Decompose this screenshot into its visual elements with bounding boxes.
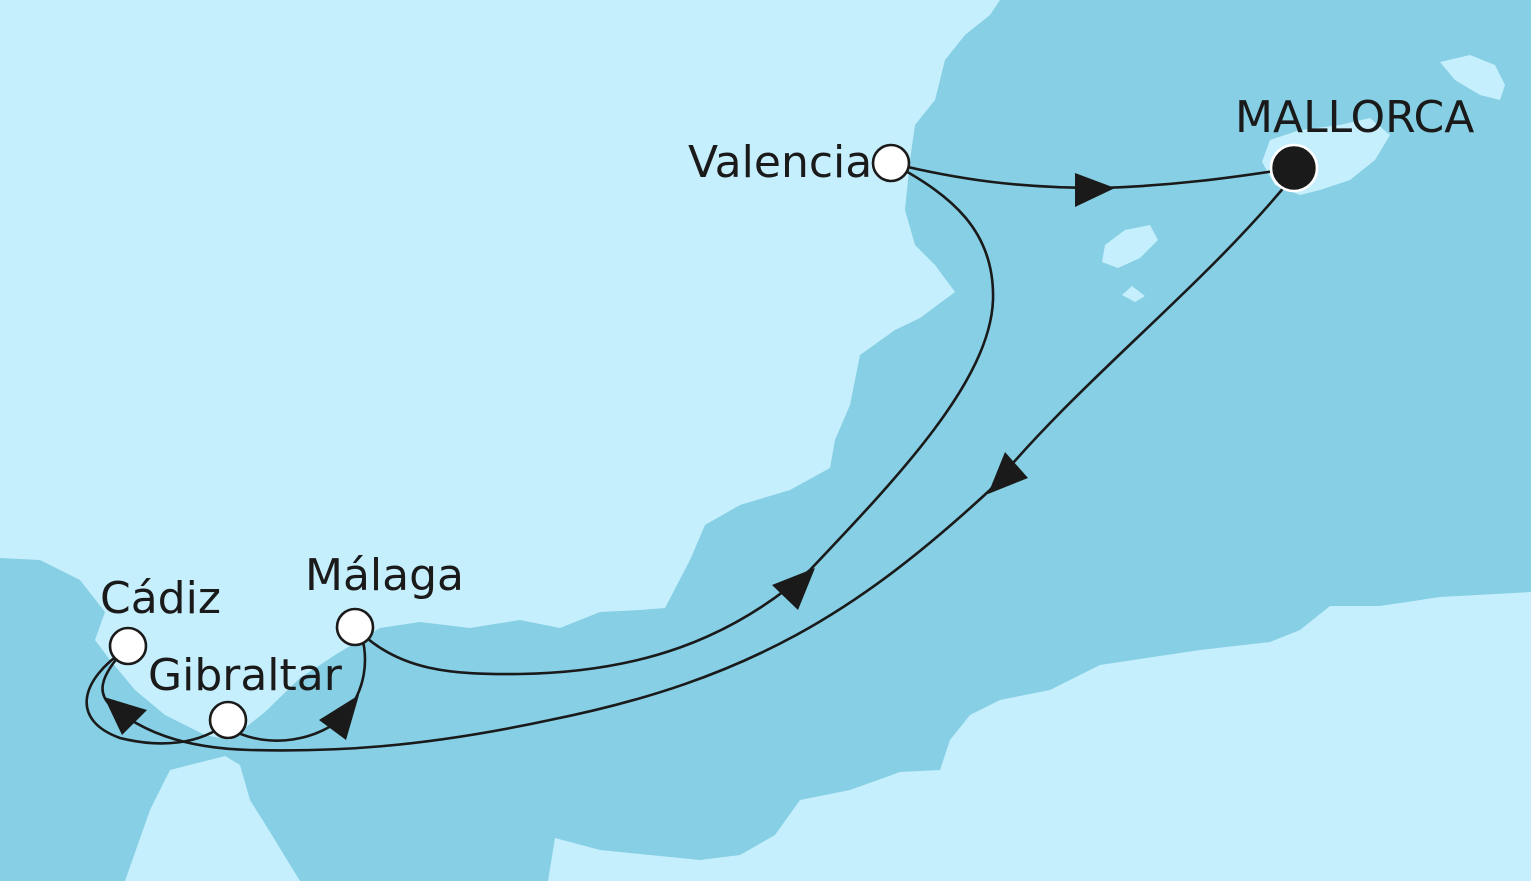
route-mallorca-cadiz (101, 179, 1292, 752)
port-label-cadiz: Cádiz (100, 573, 221, 624)
route-lines (85, 161, 1295, 752)
island-ibiza (1102, 225, 1158, 268)
port-label-valencia: Valencia (688, 137, 872, 188)
route-malaga-valencia (359, 163, 995, 676)
arrow-icon (988, 452, 1028, 494)
port-marker-valencia[interactable] (871, 143, 911, 183)
port-label-malaga: Málaga (305, 550, 464, 601)
island-menorca (1440, 55, 1505, 100)
port-marker-gibraltar[interactable] (208, 700, 248, 740)
port-markers (108, 143, 1319, 740)
port-marker-malaga[interactable] (335, 607, 375, 647)
arrow-icon (1075, 173, 1115, 207)
route-arrows (104, 173, 1115, 740)
port-label-mallorca: MALLORCA (1235, 92, 1474, 143)
island-formentera (1122, 286, 1145, 302)
port-label-gibraltar: Gibraltar (148, 650, 343, 701)
route-cadiz-gibraltar (85, 648, 229, 745)
arrow-icon (319, 695, 359, 740)
port-marker-mallorca[interactable] (1269, 143, 1319, 193)
port-marker-cadiz[interactable] (108, 626, 148, 666)
arrow-icon (772, 568, 815, 610)
arrow-icon (104, 697, 147, 735)
